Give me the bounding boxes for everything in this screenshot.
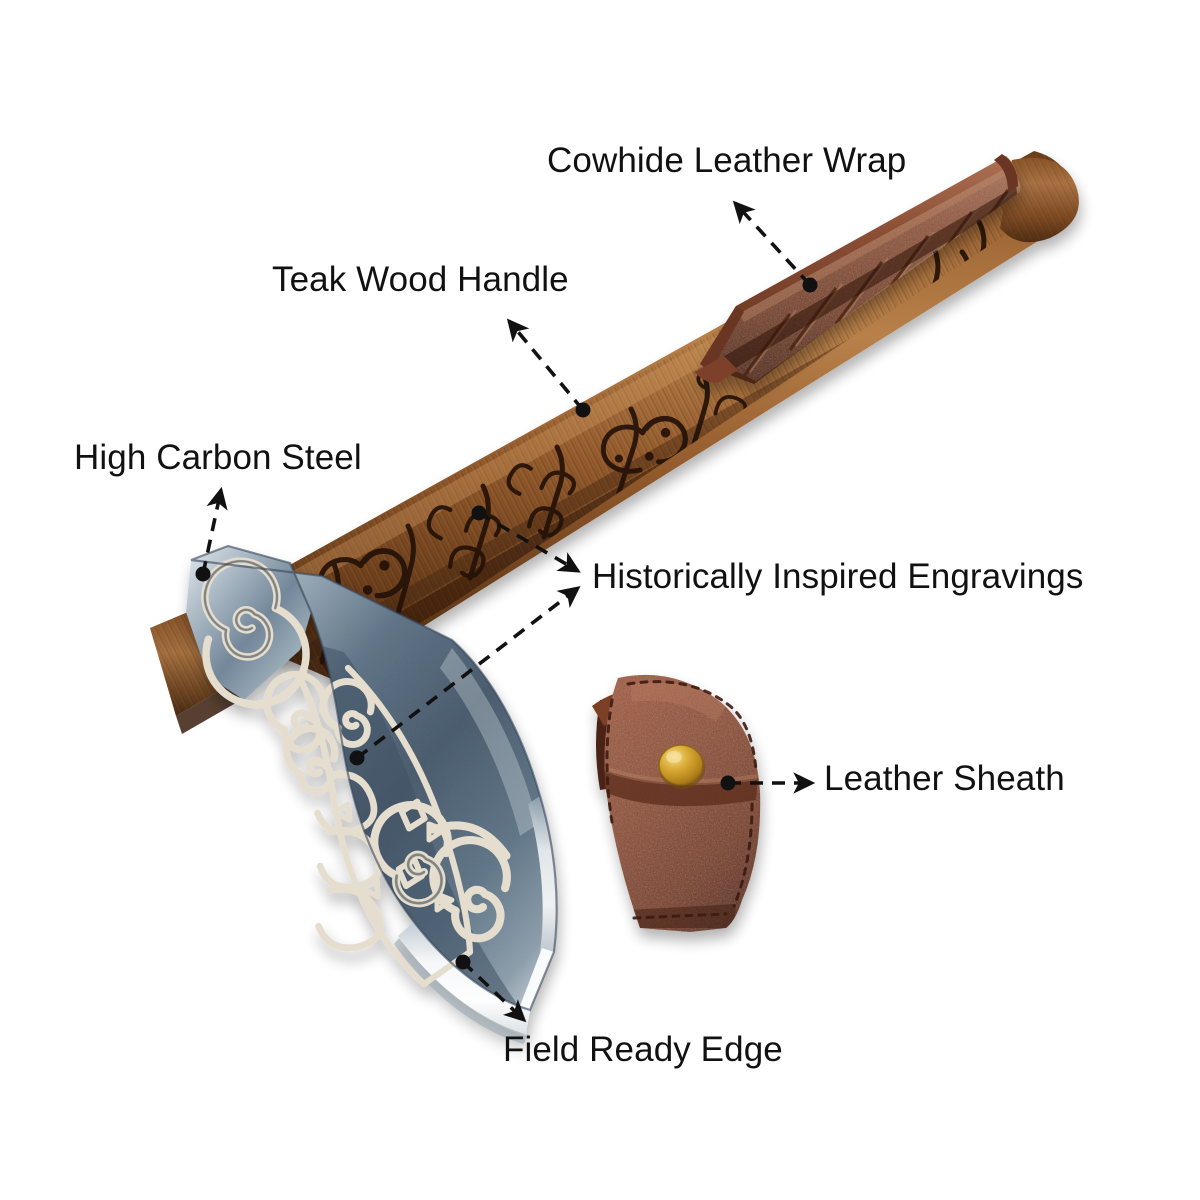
arrow-engravings-blade [349, 586, 581, 766]
callout-label-cowhide-leather-wrap: Cowhide Leather Wrap [547, 141, 907, 180]
callout-label-high-carbon-steel: High Carbon Steel [74, 438, 362, 477]
callout-arrows [195, 200, 818, 1023]
callout-label-leather-sheath: Leather Sheath [824, 759, 1065, 798]
arrow-field-ready-edge [455, 954, 527, 1023]
arrow-high-carbon-steel [195, 486, 228, 582]
arrow-cowhide-leather-wrap [732, 200, 818, 293]
callout-label-historically-inspired-engravings: Historically Inspired Engravings [592, 557, 1084, 596]
arrow-engravings-handle [471, 505, 581, 573]
blade-sheath [592, 674, 761, 932]
brass-snap-button [658, 744, 705, 789]
sheath-stitching [605, 680, 758, 920]
callout-label-teak-wood-handle: Teak Wood Handle [272, 260, 569, 299]
arrow-teak-wood-handle [506, 318, 591, 418]
callout-label-field-ready-edge: Field Ready Edge [503, 1030, 783, 1069]
arrow-leather-sheath [720, 772, 816, 794]
